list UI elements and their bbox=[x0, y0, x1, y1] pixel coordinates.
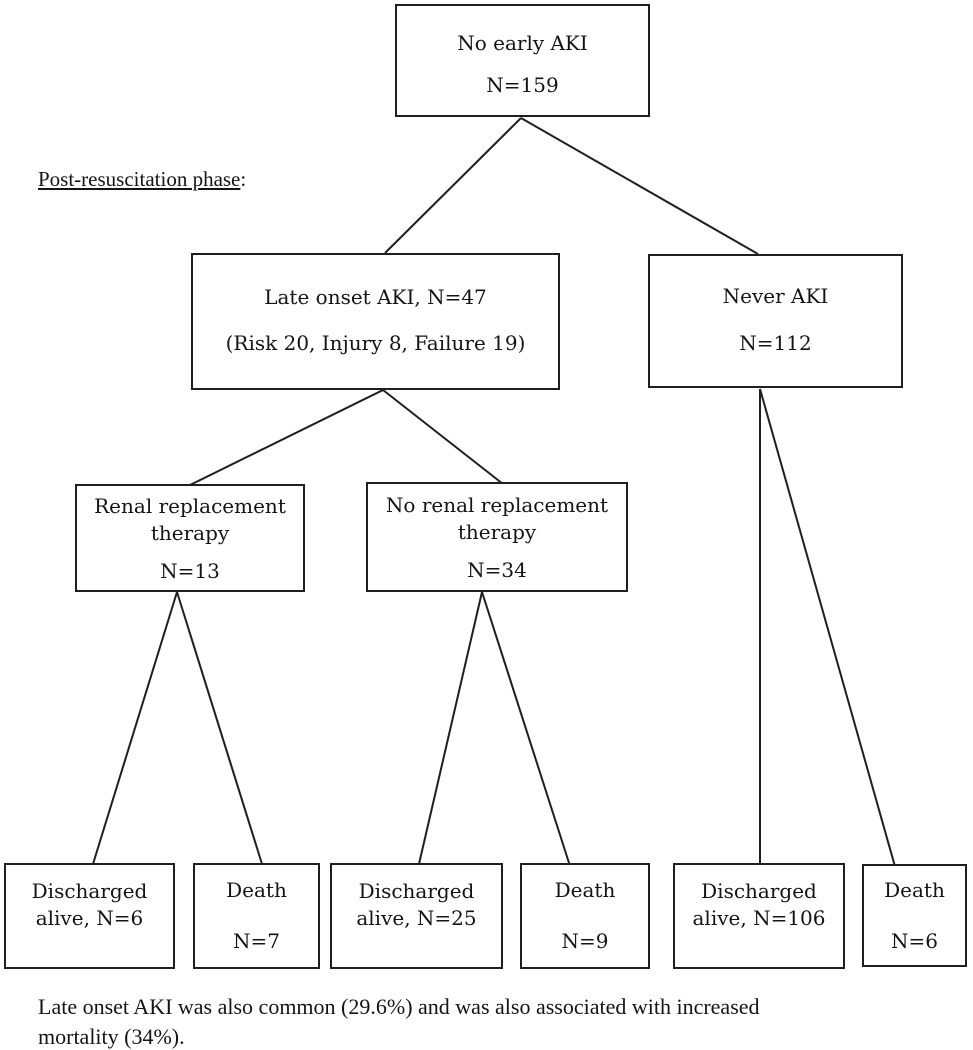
node-line: Death bbox=[554, 878, 616, 902]
node-line: N=7 bbox=[233, 929, 280, 953]
connector-lateonset-norrt bbox=[382, 389, 504, 485]
node-line: N=6 bbox=[891, 929, 938, 953]
node-discharged-alive-never: Discharged alive, N=106 bbox=[673, 863, 845, 969]
node-never-aki: Never AKI N=112 bbox=[648, 254, 903, 388]
phase-label-text: Post-resuscitation phase bbox=[38, 167, 241, 191]
caption-line: Late onset AKI was also common (29.6%) a… bbox=[38, 994, 760, 1019]
node-renal-replacement-therapy: Renal replacement therapy N=13 bbox=[75, 484, 305, 592]
node-line: Discharged bbox=[701, 879, 817, 903]
node-no-renal-replacement-therapy: No renal replacement therapy N=34 bbox=[366, 482, 628, 592]
connector-lateonset-rrt bbox=[187, 389, 384, 487]
connector-noearly-lateonset bbox=[384, 117, 522, 254]
node-line: Death bbox=[884, 878, 945, 902]
node-line: alive, N=6 bbox=[35, 906, 144, 930]
node-line: (Risk 20, Injury 8, Failure 19) bbox=[225, 331, 526, 355]
node-line: alive, N=25 bbox=[356, 906, 477, 930]
node-line: Renal replacement bbox=[94, 494, 286, 518]
node-line: alive, N=106 bbox=[692, 906, 826, 930]
node-line: N=13 bbox=[160, 559, 220, 583]
node-line: No early AKI bbox=[457, 31, 588, 55]
node-line: therapy bbox=[150, 521, 230, 545]
phase-label-colon: : bbox=[240, 167, 247, 191]
connector-norrt-discharged bbox=[418, 591, 483, 865]
node-late-onset-aki: Late onset AKI, N=47 (Risk 20, Injury 8,… bbox=[191, 253, 560, 390]
node-line: Discharged bbox=[31, 879, 148, 903]
phase-label: Post-resuscitation phase: bbox=[38, 166, 246, 192]
node-death-never: Death N=6 bbox=[862, 864, 967, 967]
node-discharged-alive-no-rrt: Discharged alive, N=25 bbox=[330, 863, 503, 969]
connector-noearly-neveraki bbox=[520, 117, 759, 255]
node-line: Discharged bbox=[358, 879, 475, 903]
node-discharged-alive-rrt: Discharged alive, N=6 bbox=[4, 863, 175, 969]
node-line: Late onset AKI, N=47 bbox=[264, 285, 487, 309]
node-line: Never AKI bbox=[722, 284, 829, 308]
node-line: N=112 bbox=[739, 331, 812, 355]
caption-line: mortality (34%). bbox=[38, 1024, 185, 1049]
node-line: No renal replacement bbox=[385, 493, 609, 517]
node-death-rrt: Death N=7 bbox=[193, 863, 320, 969]
node-line: therapy bbox=[457, 520, 537, 544]
node-line: Death bbox=[226, 878, 287, 902]
node-no-early-aki: No early AKI N=159 bbox=[395, 4, 650, 117]
node-line: N=159 bbox=[486, 73, 559, 97]
node-death-no-rrt: Death N=9 bbox=[520, 863, 650, 969]
node-line: N=34 bbox=[467, 558, 527, 582]
connector-rrt-discharged bbox=[92, 591, 178, 865]
connector-norrt-death bbox=[481, 591, 571, 867]
connector-rrt-death bbox=[176, 591, 263, 865]
connector-never-death bbox=[759, 388, 897, 871]
figure-caption: Late onset AKI was also common (29.6%) a… bbox=[38, 992, 838, 1050]
node-line: N=9 bbox=[561, 929, 609, 953]
